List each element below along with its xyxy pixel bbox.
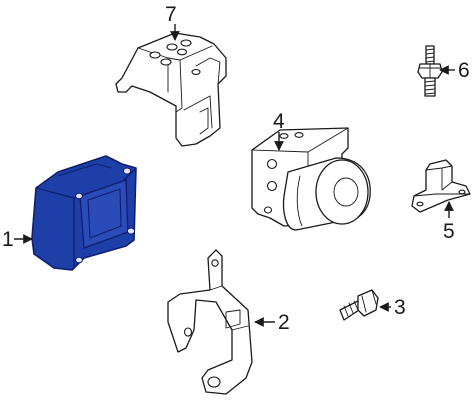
callout-3: 3 xyxy=(379,296,406,319)
callout-7: 7 xyxy=(165,3,180,41)
part-2-lower-bracket xyxy=(167,249,253,395)
callout-6: 6 xyxy=(439,59,470,82)
callout-5: 5 xyxy=(443,201,455,243)
callout-2: 2 xyxy=(254,311,290,334)
svg-text:2: 2 xyxy=(278,311,290,334)
part-4-hydraulic-modulator xyxy=(251,127,371,231)
callout-1: 1 xyxy=(2,228,33,251)
svg-text:6: 6 xyxy=(458,59,470,82)
svg-text:7: 7 xyxy=(165,3,177,26)
callout-4: 4 xyxy=(273,110,285,151)
part-5-sensor xyxy=(411,159,471,213)
svg-text:1: 1 xyxy=(2,228,14,251)
part-7-upper-bracket xyxy=(115,32,227,147)
svg-text:3: 3 xyxy=(394,296,406,319)
part-3-bolt xyxy=(339,289,379,321)
svg-text:5: 5 xyxy=(443,220,455,243)
part-6-stud xyxy=(417,45,443,97)
svg-text:4: 4 xyxy=(273,110,285,133)
part-1-control-module xyxy=(31,155,137,271)
